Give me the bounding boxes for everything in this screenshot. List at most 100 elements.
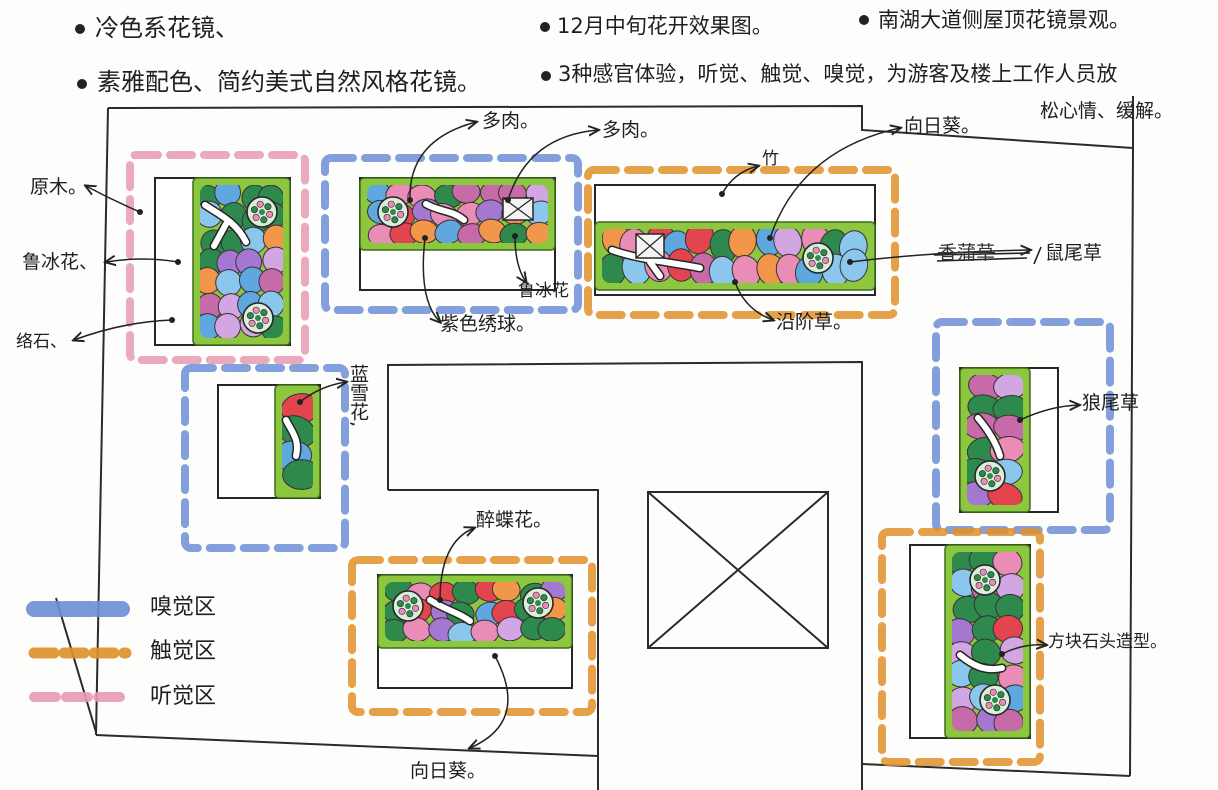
succulent-leaf bbox=[816, 262, 824, 270]
log-fill bbox=[609, 247, 703, 279]
log-fill bbox=[957, 652, 1005, 673]
arrow-log bbox=[86, 186, 140, 212]
flower-clump bbox=[214, 313, 242, 338]
arrow-hydrangea bbox=[423, 238, 440, 322]
succulent-leaf bbox=[993, 704, 1001, 712]
succulent-leaf bbox=[402, 594, 410, 602]
note-color-scheme: 冷色系花镜、 bbox=[95, 14, 239, 42]
succulent-leaf bbox=[266, 210, 274, 218]
succulent-leaf bbox=[542, 601, 550, 609]
flower-clump bbox=[952, 706, 979, 731]
stone-block bbox=[502, 197, 534, 221]
note-site-title: 南湖大道侧屋顶花镜景观。 bbox=[878, 8, 1130, 32]
succulent-leaf bbox=[822, 256, 830, 264]
arrow-star-jasmine bbox=[74, 320, 172, 340]
succulent-leaf bbox=[978, 470, 986, 478]
succulent-leaf bbox=[406, 610, 414, 618]
log-branch bbox=[425, 595, 475, 626]
succulent-leaf bbox=[987, 571, 995, 579]
label-cleome: 醉蝶花。 bbox=[476, 509, 553, 531]
log-branch bbox=[607, 245, 705, 281]
succulent-leaf bbox=[528, 604, 536, 612]
arrow-sunflower-bottom bbox=[470, 656, 509, 748]
note-bullets bbox=[75, 15, 869, 89]
label-pennisetum: 狼尾草 bbox=[1082, 392, 1140, 414]
label-plumbago: 蓝雪花, bbox=[347, 364, 369, 428]
leader-arrows bbox=[74, 122, 1079, 748]
succulent-leaf bbox=[262, 316, 270, 324]
log-branch bbox=[200, 200, 251, 251]
strike-scribble bbox=[933, 246, 1042, 265]
succulent-center bbox=[390, 209, 396, 215]
site-outline bbox=[55, 96, 1134, 790]
arrow-lupine-mid bbox=[515, 236, 526, 282]
legend-touch-zone: 触觉区 bbox=[150, 639, 217, 664]
succulent-leaf bbox=[383, 213, 391, 221]
succulent-leaf bbox=[536, 607, 544, 615]
arrow-lupine-left bbox=[106, 259, 178, 262]
stair-core-wall bbox=[388, 489, 599, 790]
succulent-leaf bbox=[979, 568, 987, 576]
bullet-icon bbox=[540, 22, 550, 32]
succulent-leaf bbox=[526, 597, 534, 605]
legend-divider-line bbox=[55, 597, 97, 733]
succulent-leaf bbox=[975, 581, 983, 589]
log-fill bbox=[423, 201, 467, 223]
succulent-leaf bbox=[532, 591, 540, 599]
bullet-icon bbox=[77, 79, 87, 89]
succulent-leaf bbox=[973, 574, 981, 582]
flower-bed bbox=[126, 151, 309, 364]
legend-swatches bbox=[26, 601, 134, 702]
zone-dashed-border bbox=[878, 528, 1044, 766]
succulent-rosette bbox=[974, 460, 1006, 492]
log-branch bbox=[281, 415, 302, 461]
label-succulent-b: 多肉。 bbox=[602, 119, 660, 141]
succulent-leaf bbox=[540, 594, 548, 602]
log-fill bbox=[975, 415, 1003, 459]
succulent-leaf bbox=[256, 322, 264, 330]
flower-clump bbox=[537, 617, 565, 641]
arrow-bamboo bbox=[722, 166, 758, 194]
succulent-center bbox=[259, 209, 265, 215]
label-lupine-left: 鲁冰花、 bbox=[22, 251, 99, 273]
label-stone: 方块石头造型。 bbox=[1048, 632, 1167, 652]
succulent-center bbox=[982, 577, 988, 583]
strike-lines bbox=[933, 246, 1042, 265]
zone-dashed-border bbox=[181, 364, 349, 552]
log-fill bbox=[202, 202, 249, 249]
arrow-stone bbox=[1002, 645, 1046, 654]
succulent-leaf bbox=[395, 203, 403, 211]
succulent-rosette bbox=[392, 590, 424, 622]
succulent-rosette bbox=[969, 564, 1001, 596]
succulent-leaf bbox=[397, 210, 405, 218]
label-ophiopogon: 沿阶草。 bbox=[776, 311, 853, 333]
flower-bed bbox=[348, 556, 596, 716]
label-log: 原木。 bbox=[30, 176, 88, 198]
flower-bed bbox=[878, 528, 1044, 766]
label-succulent-a: 多肉。 bbox=[482, 110, 540, 132]
succulent-leaf bbox=[989, 688, 997, 696]
succulent-rosette bbox=[979, 684, 1011, 716]
succulent-leaf bbox=[988, 480, 996, 488]
log-fill bbox=[283, 417, 300, 459]
succulent-leaf bbox=[260, 309, 268, 317]
succulent-leaf bbox=[387, 200, 395, 208]
succulent-leaf bbox=[994, 474, 1002, 482]
succulent-leaf bbox=[412, 604, 420, 612]
succulent-leaf bbox=[410, 597, 418, 605]
succulent-leaf bbox=[381, 206, 389, 214]
bullet-icon bbox=[859, 15, 869, 25]
succulent-leaf bbox=[983, 694, 991, 702]
arrow-cleome bbox=[440, 528, 474, 600]
void-opening bbox=[647, 491, 829, 649]
succulent-leaf bbox=[820, 249, 828, 257]
arrow-sunflower-top bbox=[770, 128, 900, 238]
succulent-leaf bbox=[997, 691, 1005, 699]
succulent-leaf bbox=[391, 216, 399, 224]
log-fill bbox=[427, 597, 473, 624]
label-bamboo: 竹 bbox=[762, 149, 779, 169]
succulent-leaf bbox=[248, 319, 256, 327]
succulent-rosette bbox=[246, 196, 278, 228]
bullet-icon bbox=[75, 24, 85, 34]
